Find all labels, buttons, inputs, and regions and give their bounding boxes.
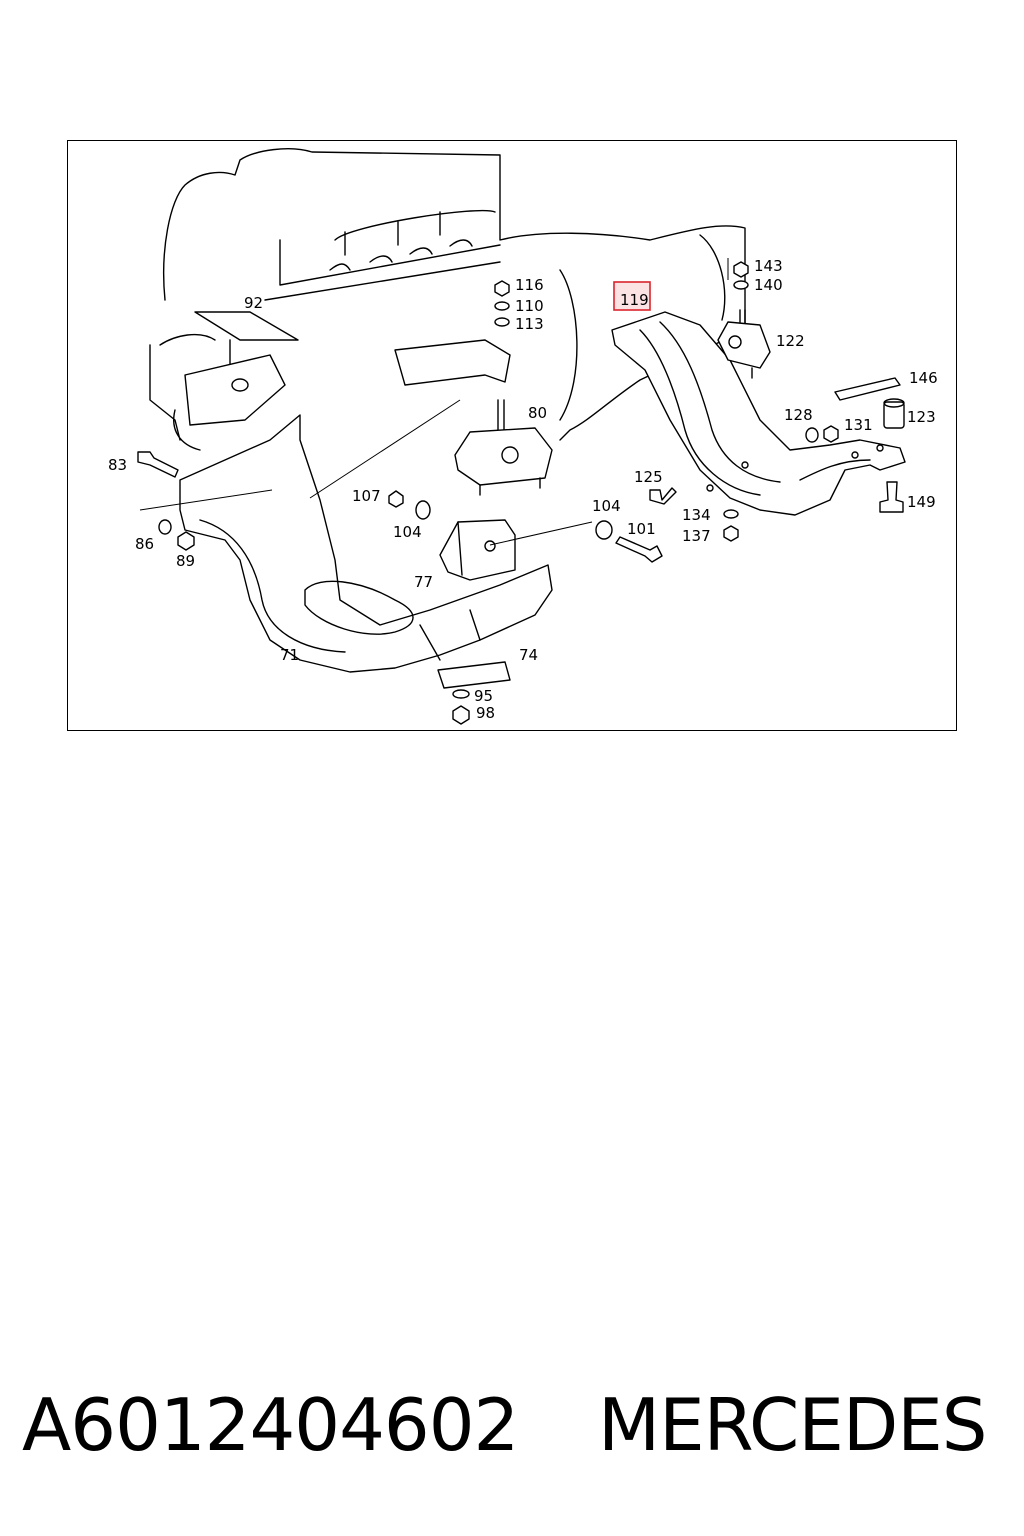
callout-116[interactable]: 116 [515, 276, 544, 294]
callout-134[interactable]: 134 [682, 506, 711, 524]
part-number-text: A6012404602 [22, 1383, 519, 1467]
callout-123[interactable]: 123 [907, 408, 936, 426]
callout-137[interactable]: 137 [682, 527, 711, 545]
crossmember-119 [611, 311, 906, 516]
callout-83[interactable]: 83 [108, 456, 127, 474]
callout-128[interactable]: 128 [784, 406, 813, 424]
callout-131[interactable]: 131 [844, 416, 873, 434]
callout-104-left[interactable]: 104 [393, 523, 422, 541]
callout-86[interactable]: 86 [135, 535, 154, 553]
callout-104-right[interactable]: 104 [592, 497, 621, 515]
callout-92[interactable]: 92 [244, 294, 263, 312]
callout-80[interactable]: 80 [528, 404, 547, 422]
engine-mount-77 [439, 519, 516, 581]
callout-71[interactable]: 71 [280, 646, 299, 664]
callout-74[interactable]: 74 [519, 646, 538, 664]
crossmember-71 [179, 414, 553, 689]
spacer-123 [883, 398, 905, 429]
engine-block [149, 148, 746, 451]
callout-89[interactable]: 89 [176, 552, 195, 570]
callout-107[interactable]: 107 [352, 487, 381, 505]
engine-mount-80 [454, 399, 553, 496]
caption-bar: A6012404602 MERCEDES [0, 1370, 1024, 1480]
callout-110[interactable]: 110 [515, 297, 544, 315]
parts-diagram: 143 140 116 110 113 119 122 92 146 80 12… [108, 148, 938, 725]
brand-text: MERCEDES [598, 1383, 987, 1467]
callout-143[interactable]: 143 [754, 257, 783, 275]
highlight-box-119 [613, 281, 651, 311]
callout-101[interactable]: 101 [627, 520, 656, 538]
diagram-frame [67, 140, 957, 731]
callout-77[interactable]: 77 [414, 573, 433, 591]
callout-113[interactable]: 113 [515, 315, 544, 333]
hardware [137, 261, 904, 725]
callout-149[interactable]: 149 [907, 493, 936, 511]
callout-119[interactable]: 119 [620, 291, 649, 309]
callout-146[interactable]: 146 [909, 369, 938, 387]
callout-125[interactable]: 125 [634, 468, 663, 486]
callout-122[interactable]: 122 [776, 332, 805, 350]
callout-98[interactable]: 98 [476, 704, 495, 722]
leader-lines [139, 258, 729, 546]
transmission-mount-122 [717, 309, 771, 379]
callout-95[interactable]: 95 [474, 687, 493, 705]
callout-140[interactable]: 140 [754, 276, 783, 294]
part-146 [834, 377, 901, 401]
